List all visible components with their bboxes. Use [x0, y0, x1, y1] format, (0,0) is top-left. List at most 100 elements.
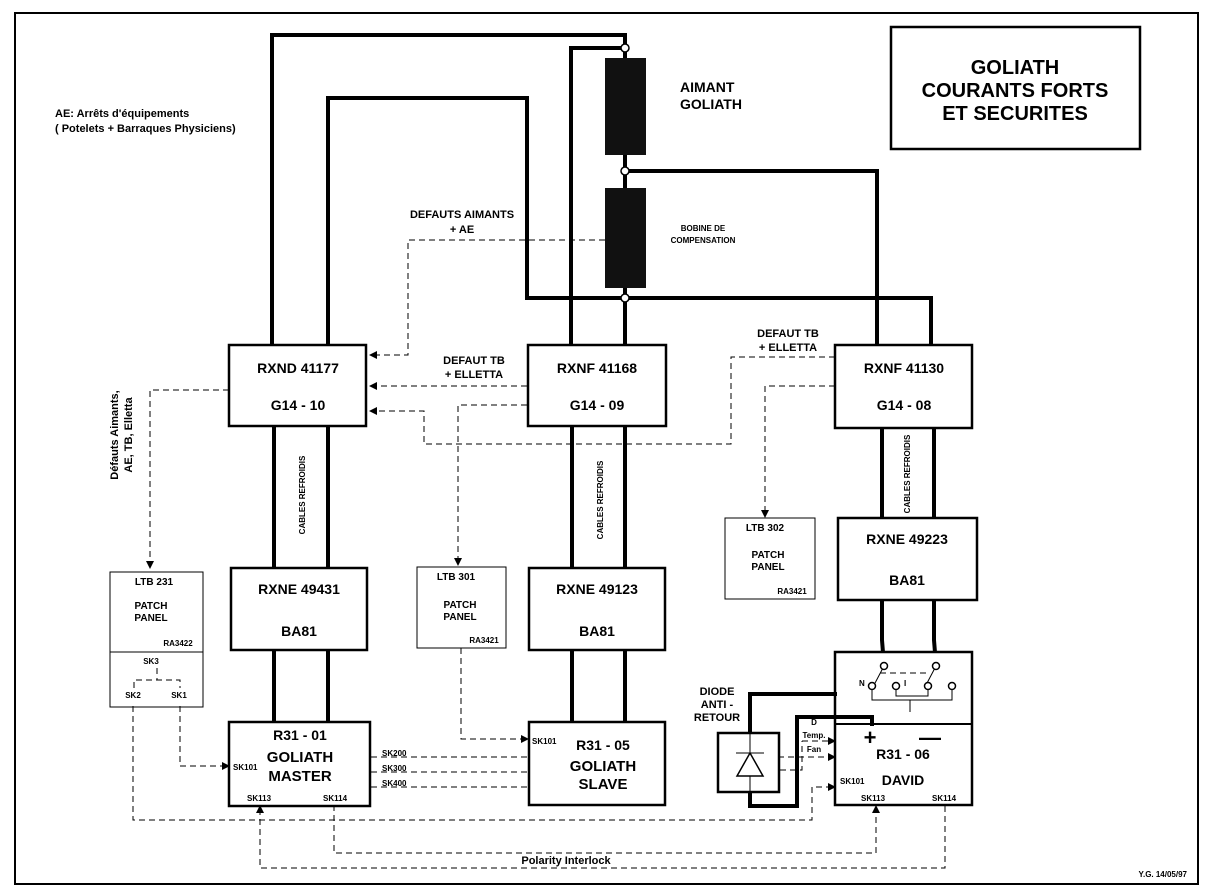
bobine-label-2: COMPENSATION	[671, 236, 736, 245]
title-line-2: COURANTS FORTS	[922, 80, 1109, 102]
diode-symbol	[735, 751, 765, 777]
diode-label-2: ANTI -	[701, 699, 734, 711]
sk200-label: SK200	[382, 749, 407, 758]
r31-01-sk113: SK113	[247, 794, 272, 803]
r31-05-l1: GOLIATH	[570, 758, 636, 775]
r31-06-sk114: SK114	[932, 794, 957, 803]
ltb-231-panel: LTB 231 PATCH PANEL RA3422 SK3 SK2 SK1	[109, 571, 204, 708]
r31-01-l2: MASTER	[268, 768, 332, 785]
diode-label-1: DIODE	[700, 686, 735, 698]
cables-label-3: CABLES REFROIDIS	[903, 434, 912, 513]
ltb302-ref: RA3421	[777, 587, 807, 596]
rxnd-code: G14 - 10	[271, 397, 326, 413]
rxne2-code: BA81	[579, 623, 615, 639]
ltb301-line2: PANEL	[443, 612, 476, 623]
r31-06-l1: DAVID	[882, 772, 925, 788]
rxnf1-name: RXNF 41168	[557, 360, 637, 376]
ltb302-line1: PATCH	[752, 550, 785, 561]
diode-label-3: RETOUR	[694, 712, 740, 724]
defaut-tb-label-4: + ELLETTA	[759, 342, 817, 354]
rxne-49431-box: RXNE 49431 BA81	[229, 566, 369, 652]
rxnd-name: RXND 41177	[257, 360, 339, 376]
cables-label-2: CABLES REFROIDIS	[596, 460, 605, 539]
rxnf2-code: G14 - 08	[877, 397, 932, 413]
r31-01-sk101: SK101	[233, 763, 258, 772]
r31-06-david: R31 - 06 DAVID SK101 SK113 SK114 + — N I	[833, 650, 974, 807]
temp-label: Temp.	[803, 731, 826, 740]
r31-05-goliath-slave: R31 - 05 GOLIATH SLAVE SK101	[527, 720, 667, 807]
r31-06-sk113: SK113	[861, 794, 886, 803]
rxne1-name: RXNE 49431	[258, 581, 340, 597]
switch-n-label: N	[859, 679, 865, 688]
defaut-tb-label-1: DEFAUT TB	[443, 355, 505, 367]
ltb231-ref: RA3422	[163, 639, 193, 648]
signal-lines	[132, 239, 946, 869]
title-line-3: ET SECURITES	[942, 103, 1088, 125]
rxne3-name: RXNE 49223	[866, 531, 948, 547]
ltb231-line1: PATCH	[135, 601, 168, 612]
sk400-label: SK400	[382, 779, 407, 788]
bobine-label-1: BOBINE DE	[681, 224, 726, 233]
ltb-302-panel: LTB 302 PATCH PANEL RA3421	[724, 517, 816, 600]
legend-ae-line-2: ( Potelets + Barraques Physiciens)	[55, 123, 236, 135]
r31-05-name: R31 - 05	[576, 737, 630, 753]
ltb301-name: LTB 301	[437, 572, 476, 583]
defauts-vertical-1: Défauts Aimants,	[109, 390, 121, 479]
legend-ae-line-1: AE: Arrêts d'équipements	[55, 108, 189, 120]
power-cables	[270, 33, 938, 722]
signature: Y.G. 14/05/97	[1139, 870, 1188, 879]
terminal-dot	[620, 166, 630, 176]
ltb302-name: LTB 302	[746, 523, 785, 534]
terminal-dot	[620, 293, 630, 303]
defaut-tb-label-2: + ELLETTA	[445, 369, 503, 381]
terminal-dot	[620, 43, 630, 53]
ltb231-sk3: SK3	[143, 657, 159, 666]
d-label: D	[811, 718, 817, 727]
ltb-301-panel: LTB 301 PATCH PANEL RA3421	[416, 566, 507, 649]
bobine-compensation-coil	[605, 188, 646, 288]
sk300-label: SK300	[382, 764, 407, 773]
minus-terminal: —	[919, 725, 941, 750]
ltb301-ref: RA3421	[469, 636, 499, 645]
ltb231-sk2: SK2	[125, 691, 141, 700]
rxnf-41130-box: RXNF 41130 G14 - 08	[833, 343, 974, 430]
outer-frame	[14, 12, 1199, 885]
rxnf-41168-box: RXNF 41168 G14 - 09	[526, 343, 668, 428]
r31-06-name: R31 - 06	[876, 746, 930, 762]
r31-01-goliath-master: R31 - 01 GOLIATH MASTER SK101 SK113 SK11…	[227, 720, 372, 808]
switch-i-label: I	[904, 679, 906, 688]
title-block: GOLIATH COURANTS FORTS ET SECURITES	[889, 25, 1142, 151]
r31-01-sk114: SK114	[323, 794, 348, 803]
r31-05-l2: SLAVE	[579, 776, 628, 793]
ltb231-sk1: SK1	[171, 691, 187, 700]
ltb302-line2: PANEL	[751, 562, 784, 573]
defauts-aimants-label-1: DEFAUTS AIMANTS	[410, 209, 514, 221]
fan-label: Fan	[807, 745, 821, 754]
rxne-49123-box: RXNE 49123 BA81	[527, 566, 667, 652]
rxnf1-code: G14 - 09	[570, 397, 625, 413]
rxnf2-name: RXNF 41130	[864, 360, 944, 376]
plus-terminal: +	[864, 725, 877, 750]
rxnd-41177-box: RXND 41177 G14 - 10	[227, 343, 368, 428]
rxne1-code: BA81	[281, 623, 317, 639]
polarity-interlock-label: Polarity Interlock	[521, 855, 611, 867]
aimant-goliath-coil	[605, 58, 646, 155]
aimant-label-1: AIMANT	[680, 79, 735, 95]
defauts-vertical-2: AE, TB, Elletta	[123, 397, 135, 473]
rxne-49223-box: RXNE 49223 BA81	[836, 516, 979, 602]
r31-05-sk101: SK101	[532, 737, 557, 746]
polarity-switch: N I	[859, 661, 957, 712]
ltb301-line1: PATCH	[444, 600, 477, 611]
defauts-vertical-label: Défauts Aimants, AE, TB, Elletta	[109, 390, 135, 479]
defauts-aimants-label-2: + AE	[450, 224, 474, 236]
ltb231-line2: PANEL	[134, 613, 167, 624]
r31-01-name: R31 - 01	[273, 727, 327, 743]
rxne2-name: RXNE 49123	[556, 581, 638, 597]
aimant-label-2: GOLIATH	[680, 96, 742, 112]
r31-01-l1: GOLIATH	[267, 749, 333, 766]
diode-anti-retour: DIODE ANTI - RETOUR	[694, 686, 874, 808]
r31-06-sk101: SK101	[840, 777, 865, 786]
ltb231-name: LTB 231	[135, 577, 174, 588]
cables-label-1: CABLES REFROIDIS	[298, 455, 307, 534]
